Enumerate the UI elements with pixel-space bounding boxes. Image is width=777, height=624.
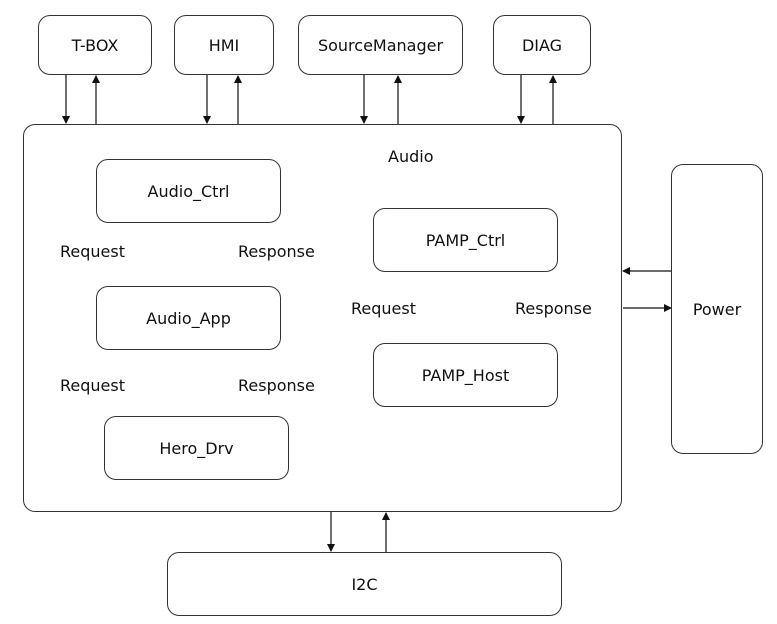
hmi-module: HMI [174,15,274,75]
i2c-module: I2C [167,552,562,616]
pamp-request-label: Request [351,299,416,318]
pamp-response-label: Response [515,299,592,318]
pamp-host-label: PAMP_Host [421,365,510,385]
request-label-lower: Request [60,376,125,395]
request-label-upper: Request [60,242,125,261]
tbox-label: T-BOX [71,35,119,55]
hero-drv-label: Hero_Drv [159,438,234,458]
response-label-lower: Response [238,376,315,395]
diag-label: DIAG [521,35,563,55]
hero-drv-block: Hero_Drv [104,416,289,480]
audio-app-block: Audio_App [96,286,281,350]
i2c-label: I2C [351,574,378,594]
power-label: Power [692,299,742,319]
power-module: Power [671,164,763,454]
sourcemanager-module: SourceManager [298,15,463,75]
audio-app-label: Audio_App [146,308,231,328]
audio-title: Audio [388,147,434,166]
response-label-upper: Response [238,242,315,261]
diag-module: DIAG [493,15,591,75]
audio-ctrl-block: Audio_Ctrl [96,159,281,223]
pamp-host-block: PAMP_Host [373,343,558,407]
tbox-module: T-BOX [38,15,152,75]
pamp-ctrl-label: PAMP_Ctrl [425,230,506,250]
sourcemanager-label: SourceManager [317,35,444,55]
hmi-label: HMI [208,35,240,55]
pamp-ctrl-block: PAMP_Ctrl [373,208,558,272]
audio-ctrl-label: Audio_Ctrl [147,181,230,201]
